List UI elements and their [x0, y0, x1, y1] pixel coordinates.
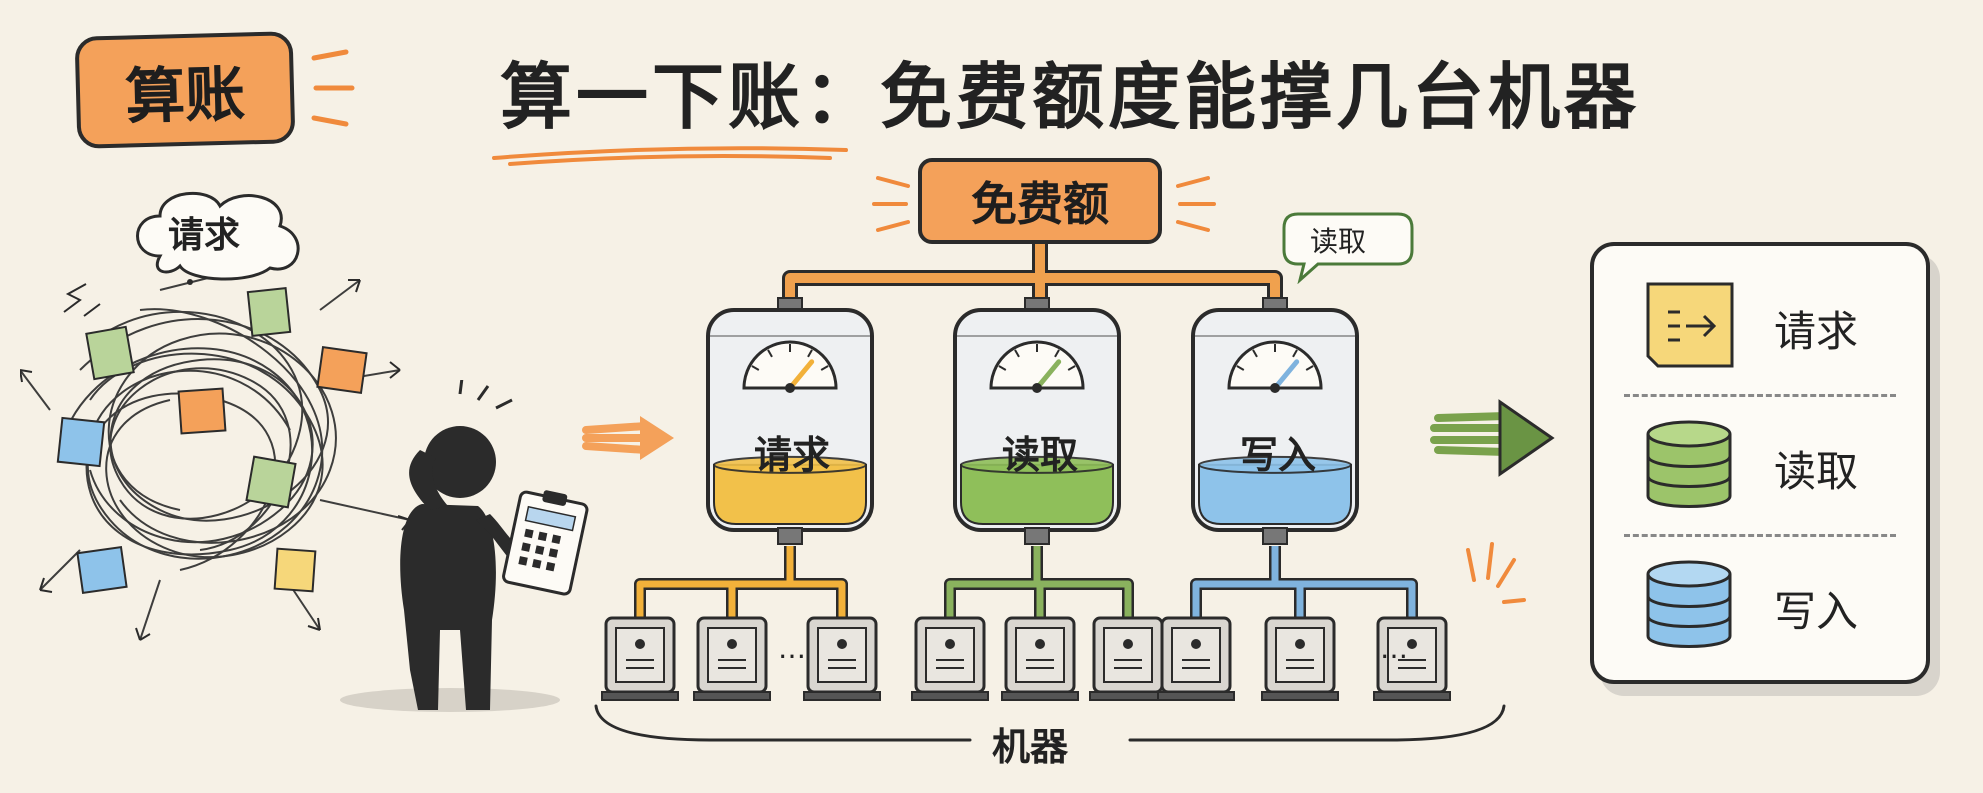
distribution-pipe-2 — [1190, 546, 1418, 618]
database-icon — [1646, 420, 1732, 508]
confused-person-icon — [340, 380, 589, 712]
badge-sparkle-icon — [311, 49, 355, 127]
gauge-icon — [1227, 340, 1323, 390]
server-icon — [601, 616, 679, 701]
machines-label: 机器 — [992, 725, 1069, 769]
distribution-pipe-0 — [634, 546, 848, 618]
tank-label-read: 读取 — [1002, 433, 1079, 477]
legend-card: 请求 读取 写入 — [1590, 242, 1930, 684]
request-thought-bubble — [136, 191, 300, 285]
tank-fill-read — [960, 463, 1114, 525]
legend-row-read: 读取 — [1594, 398, 1926, 528]
machine-brace — [594, 704, 1506, 742]
tank-request — [706, 297, 874, 545]
read-bubble-label: 读取 — [1310, 225, 1367, 258]
legend-divider-1 — [1624, 394, 1896, 397]
tank-fill-write — [1198, 463, 1352, 525]
machine-ellipsis-1: … — [778, 632, 806, 665]
tank-label-write: 写入 — [1240, 433, 1317, 477]
free-quota-box: 免费额 — [918, 158, 1162, 244]
legend-row-request: 请求 — [1594, 258, 1926, 388]
page-title-text: 算一下账：免费额度能撑几台机器 — [500, 54, 1641, 139]
distribution-pipe-1 — [944, 546, 1134, 618]
server-icon — [1089, 616, 1167, 701]
machine-ellipsis-2: … — [1380, 632, 1408, 665]
read-speech-bubble — [1282, 212, 1414, 284]
gauge-icon — [742, 340, 838, 390]
page-title: 算一下账：免费额度能撑几台机器 — [500, 40, 1640, 140]
quota-sparkle-icon — [872, 176, 1216, 232]
sticky-note-arrow-icon — [1646, 282, 1734, 368]
legend-row-write: 写入 — [1594, 538, 1926, 668]
server-icon — [693, 616, 771, 701]
tank-read — [953, 297, 1121, 545]
legend-label-read: 读取 — [1774, 447, 1859, 496]
title-underline — [492, 146, 848, 166]
server-icon — [803, 616, 881, 701]
output-arrow-icon — [1430, 399, 1555, 477]
free-quota-label: 免费额 — [971, 177, 1109, 231]
server-icon — [1157, 616, 1235, 701]
tank-fill-request — [713, 463, 867, 525]
tank-write — [1191, 297, 1359, 545]
machine-sparkle-icon — [1466, 542, 1526, 604]
server-icon — [1261, 616, 1339, 701]
input-arrow-icon — [582, 416, 674, 460]
server-icon — [911, 616, 989, 701]
stress-marks-icon — [63, 283, 101, 317]
legend-label-write: 写入 — [1774, 587, 1859, 636]
server-icon — [1001, 616, 1079, 701]
gauge-icon — [989, 340, 1085, 390]
legend-label-request: 请求 — [1774, 307, 1859, 356]
legend-divider-2 — [1624, 534, 1896, 537]
server-icon — [1373, 616, 1451, 701]
database-icon — [1646, 560, 1732, 648]
tank-label-request: 请求 — [754, 433, 831, 477]
request-bubble-label: 请求 — [168, 215, 241, 256]
